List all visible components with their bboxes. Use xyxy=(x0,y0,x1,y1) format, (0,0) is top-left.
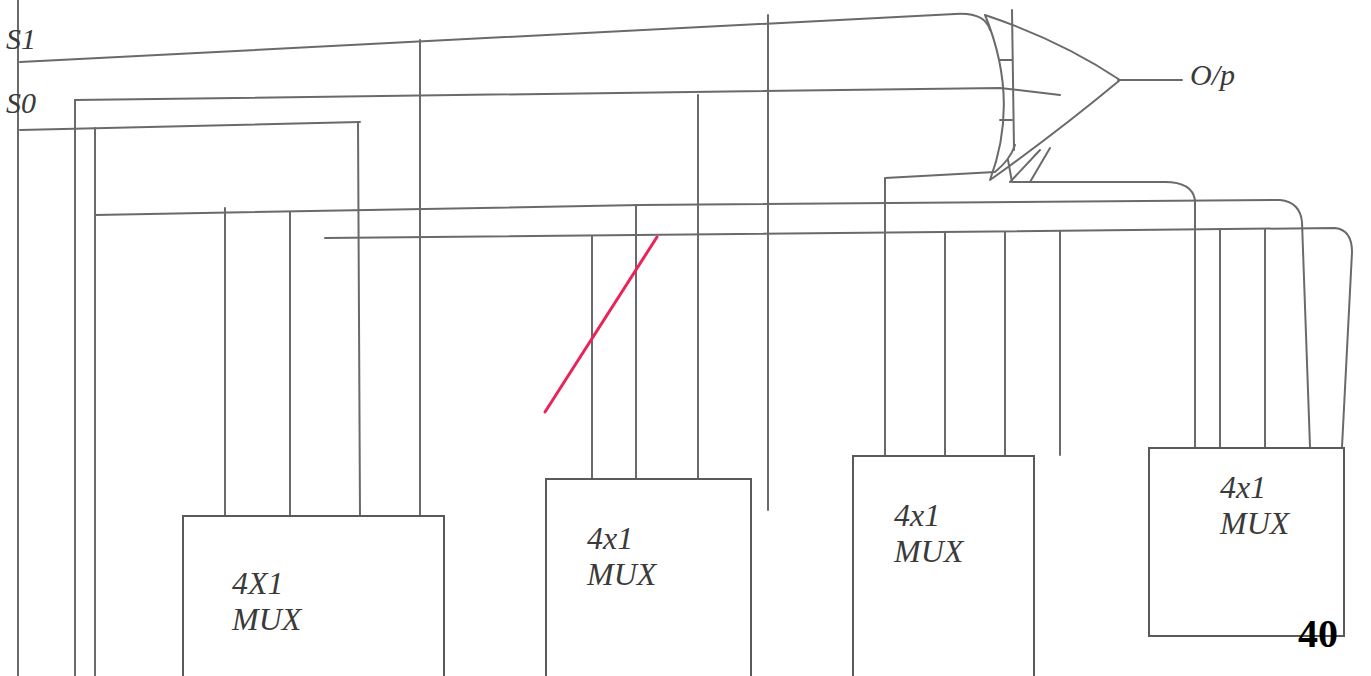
input-line xyxy=(1264,229,1266,447)
signal-label: O/p xyxy=(1190,58,1235,92)
mux-label: 4x1 MUX xyxy=(1220,469,1315,541)
mux-box: 4x1 MUX xyxy=(545,478,752,676)
input-line xyxy=(289,212,291,515)
select-bus xyxy=(74,100,76,676)
input-line xyxy=(1059,231,1061,455)
output-line xyxy=(1008,160,1195,447)
input-line xyxy=(419,40,421,515)
input-line xyxy=(697,95,699,478)
output-line xyxy=(885,145,1015,455)
mux-label: 4x1 MUX xyxy=(587,520,682,592)
bus-line xyxy=(325,228,1352,447)
input-line xyxy=(1219,229,1221,447)
mux-box: 4x1 MUX xyxy=(1148,447,1345,637)
mux-symbol xyxy=(985,15,1120,180)
input-line xyxy=(1004,232,1006,455)
mux-input-tick xyxy=(1000,59,1012,61)
mux-label: 4X1 MUX xyxy=(232,565,327,637)
select-line xyxy=(20,122,360,130)
signal-label: S1 xyxy=(6,22,36,56)
mux-input-tick xyxy=(1000,119,1012,121)
select-line xyxy=(20,14,990,62)
mux-label: 4x1 MUX xyxy=(894,497,989,569)
input-line xyxy=(358,122,360,515)
red-slash xyxy=(545,237,657,412)
output-wire xyxy=(1118,79,1182,81)
select-line xyxy=(75,88,1060,100)
mux-box: 4X1 MUX xyxy=(182,515,445,676)
signal-label: S0 xyxy=(6,86,36,120)
output-line xyxy=(1030,148,1050,182)
input-line xyxy=(224,208,226,515)
bus-line xyxy=(95,200,1310,447)
page-number: 40 xyxy=(1298,610,1338,657)
input-line xyxy=(635,205,637,478)
mux-box: 4x1 MUX xyxy=(852,455,1035,676)
input-line xyxy=(944,232,946,455)
input-line xyxy=(591,236,593,478)
input-line xyxy=(767,15,769,510)
select-bus xyxy=(94,128,96,676)
mux-select-line xyxy=(1012,10,1014,150)
